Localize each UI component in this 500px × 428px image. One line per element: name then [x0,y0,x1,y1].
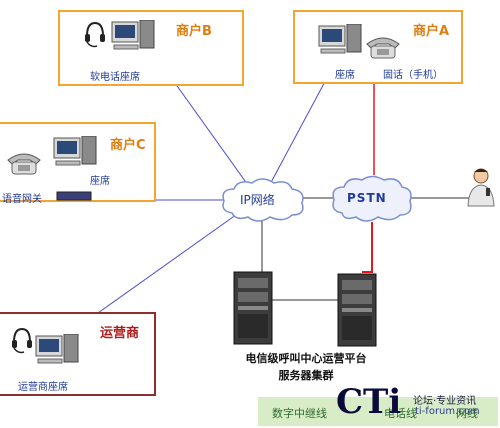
ip-network-cloud [222,178,304,222]
server-cluster-line2: 服务器集群 [278,369,334,382]
operator-seat-label: 运营商座席 [18,382,68,393]
logo-tagline: 论坛·专业资讯 [413,396,477,407]
telephone-icon [7,153,41,175]
ip-network-label: IP网络 [240,193,275,207]
headset-icon [12,327,32,354]
gateway-icon [56,191,92,201]
telephone-icon [366,37,400,59]
cti-logo: CTi [336,382,402,422]
operator-title: 运营商 [100,326,140,341]
computer-icon [111,20,155,50]
legend-network-line: 网线 [456,407,478,420]
server-cluster-label: 电信级呼叫中心运营平台 服务器集群 [214,350,398,384]
server-icon [337,273,377,347]
legend-digital-trunk: 数字中继线 [272,407,327,420]
merchant-c-box: 商户C 座席 语音网关 [0,122,156,205]
merchant-a-seat-label: 座席 [335,70,355,81]
legend-bar: 数字中继线 电话线 网线 [258,397,498,426]
merchant-b-seat-label: 软电话座席 [90,72,140,83]
merchant-c-gateway-label: 语音网关 [2,194,42,205]
server-cluster-line1: 电信级呼叫中心运营平台 [245,352,367,365]
merchant-c-title: 商户C [110,138,146,153]
merchant-c-seat-label: 座席 [90,176,110,187]
computer-icon [53,136,97,166]
logo-site: ti-forum.com [415,406,480,417]
pstn-cloud [332,175,412,222]
pstn-label: PSTN [347,191,387,205]
merchant-a-phone-label: 固话（手机） [383,70,443,81]
computer-icon [35,334,79,364]
operator-box: 运营商 运营商座席 [0,312,156,396]
merchant-b-box: 商户B 软电话座席 [58,10,244,86]
computer-icon [318,24,362,54]
server-icon [233,271,273,345]
merchant-a-box: 商户A 座席 固话（手机） [293,10,463,84]
headset-icon [85,21,105,48]
legend-phone-line: 电话线 [384,407,417,420]
mobile-user-icon [467,168,495,207]
merchant-b-title: 商户B [176,24,212,39]
link-pstn-server [362,222,373,273]
merchant-a-title: 商户A [413,24,450,39]
